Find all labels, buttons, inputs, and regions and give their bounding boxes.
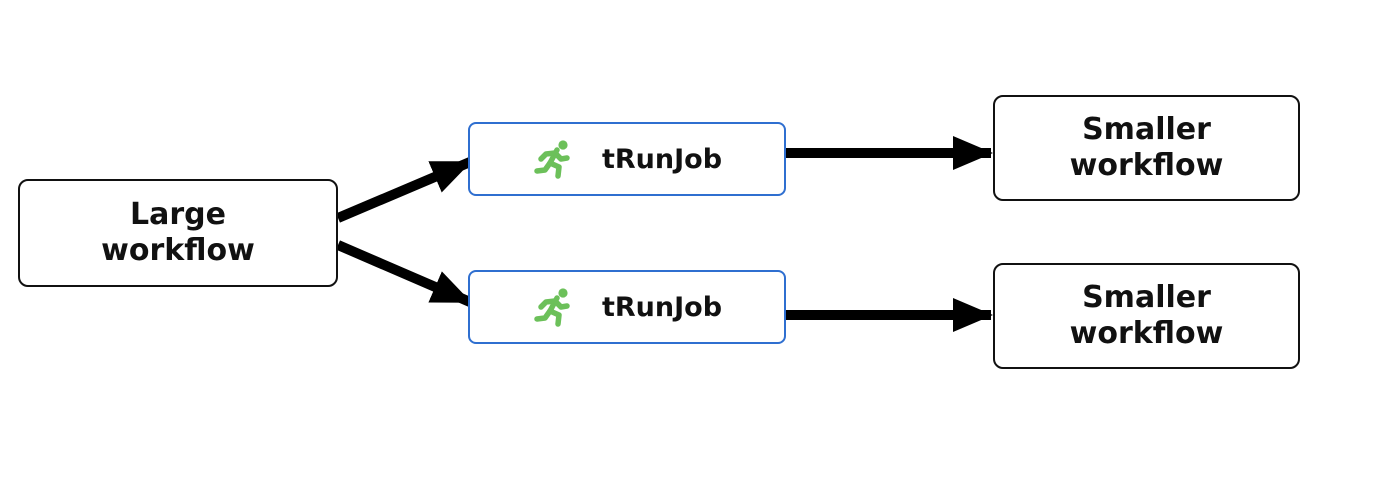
large-workflow-label: Large workflow — [101, 197, 255, 269]
label-line: Smaller — [1082, 112, 1211, 147]
smaller-workflow-node-bottom: Smaller workflow — [993, 263, 1300, 369]
smaller-workflow-label: Smaller workflow — [1070, 280, 1224, 352]
trunjob-node-bottom: tRunJob — [468, 270, 786, 344]
trunjob-node-top: tRunJob — [468, 122, 786, 196]
label-line: workflow — [1069, 316, 1224, 351]
label-line: workflow — [101, 233, 255, 268]
arrow-large-to-job-bottom — [336, 240, 472, 307]
arrow-large-to-job-top — [336, 157, 472, 223]
trunjob-label: tRunJob — [601, 291, 723, 323]
running-person-icon — [532, 139, 576, 179]
smaller-workflow-node-top: Smaller workflow — [993, 95, 1300, 201]
label-line: Smaller — [1082, 280, 1211, 315]
label-line: Large — [130, 197, 226, 232]
running-person-icon — [532, 287, 576, 327]
large-workflow-node: Large workflow — [18, 179, 338, 287]
trunjob-label: tRunJob — [601, 143, 723, 175]
label-line: workflow — [1069, 148, 1224, 183]
smaller-workflow-label: Smaller workflow — [1070, 112, 1224, 184]
